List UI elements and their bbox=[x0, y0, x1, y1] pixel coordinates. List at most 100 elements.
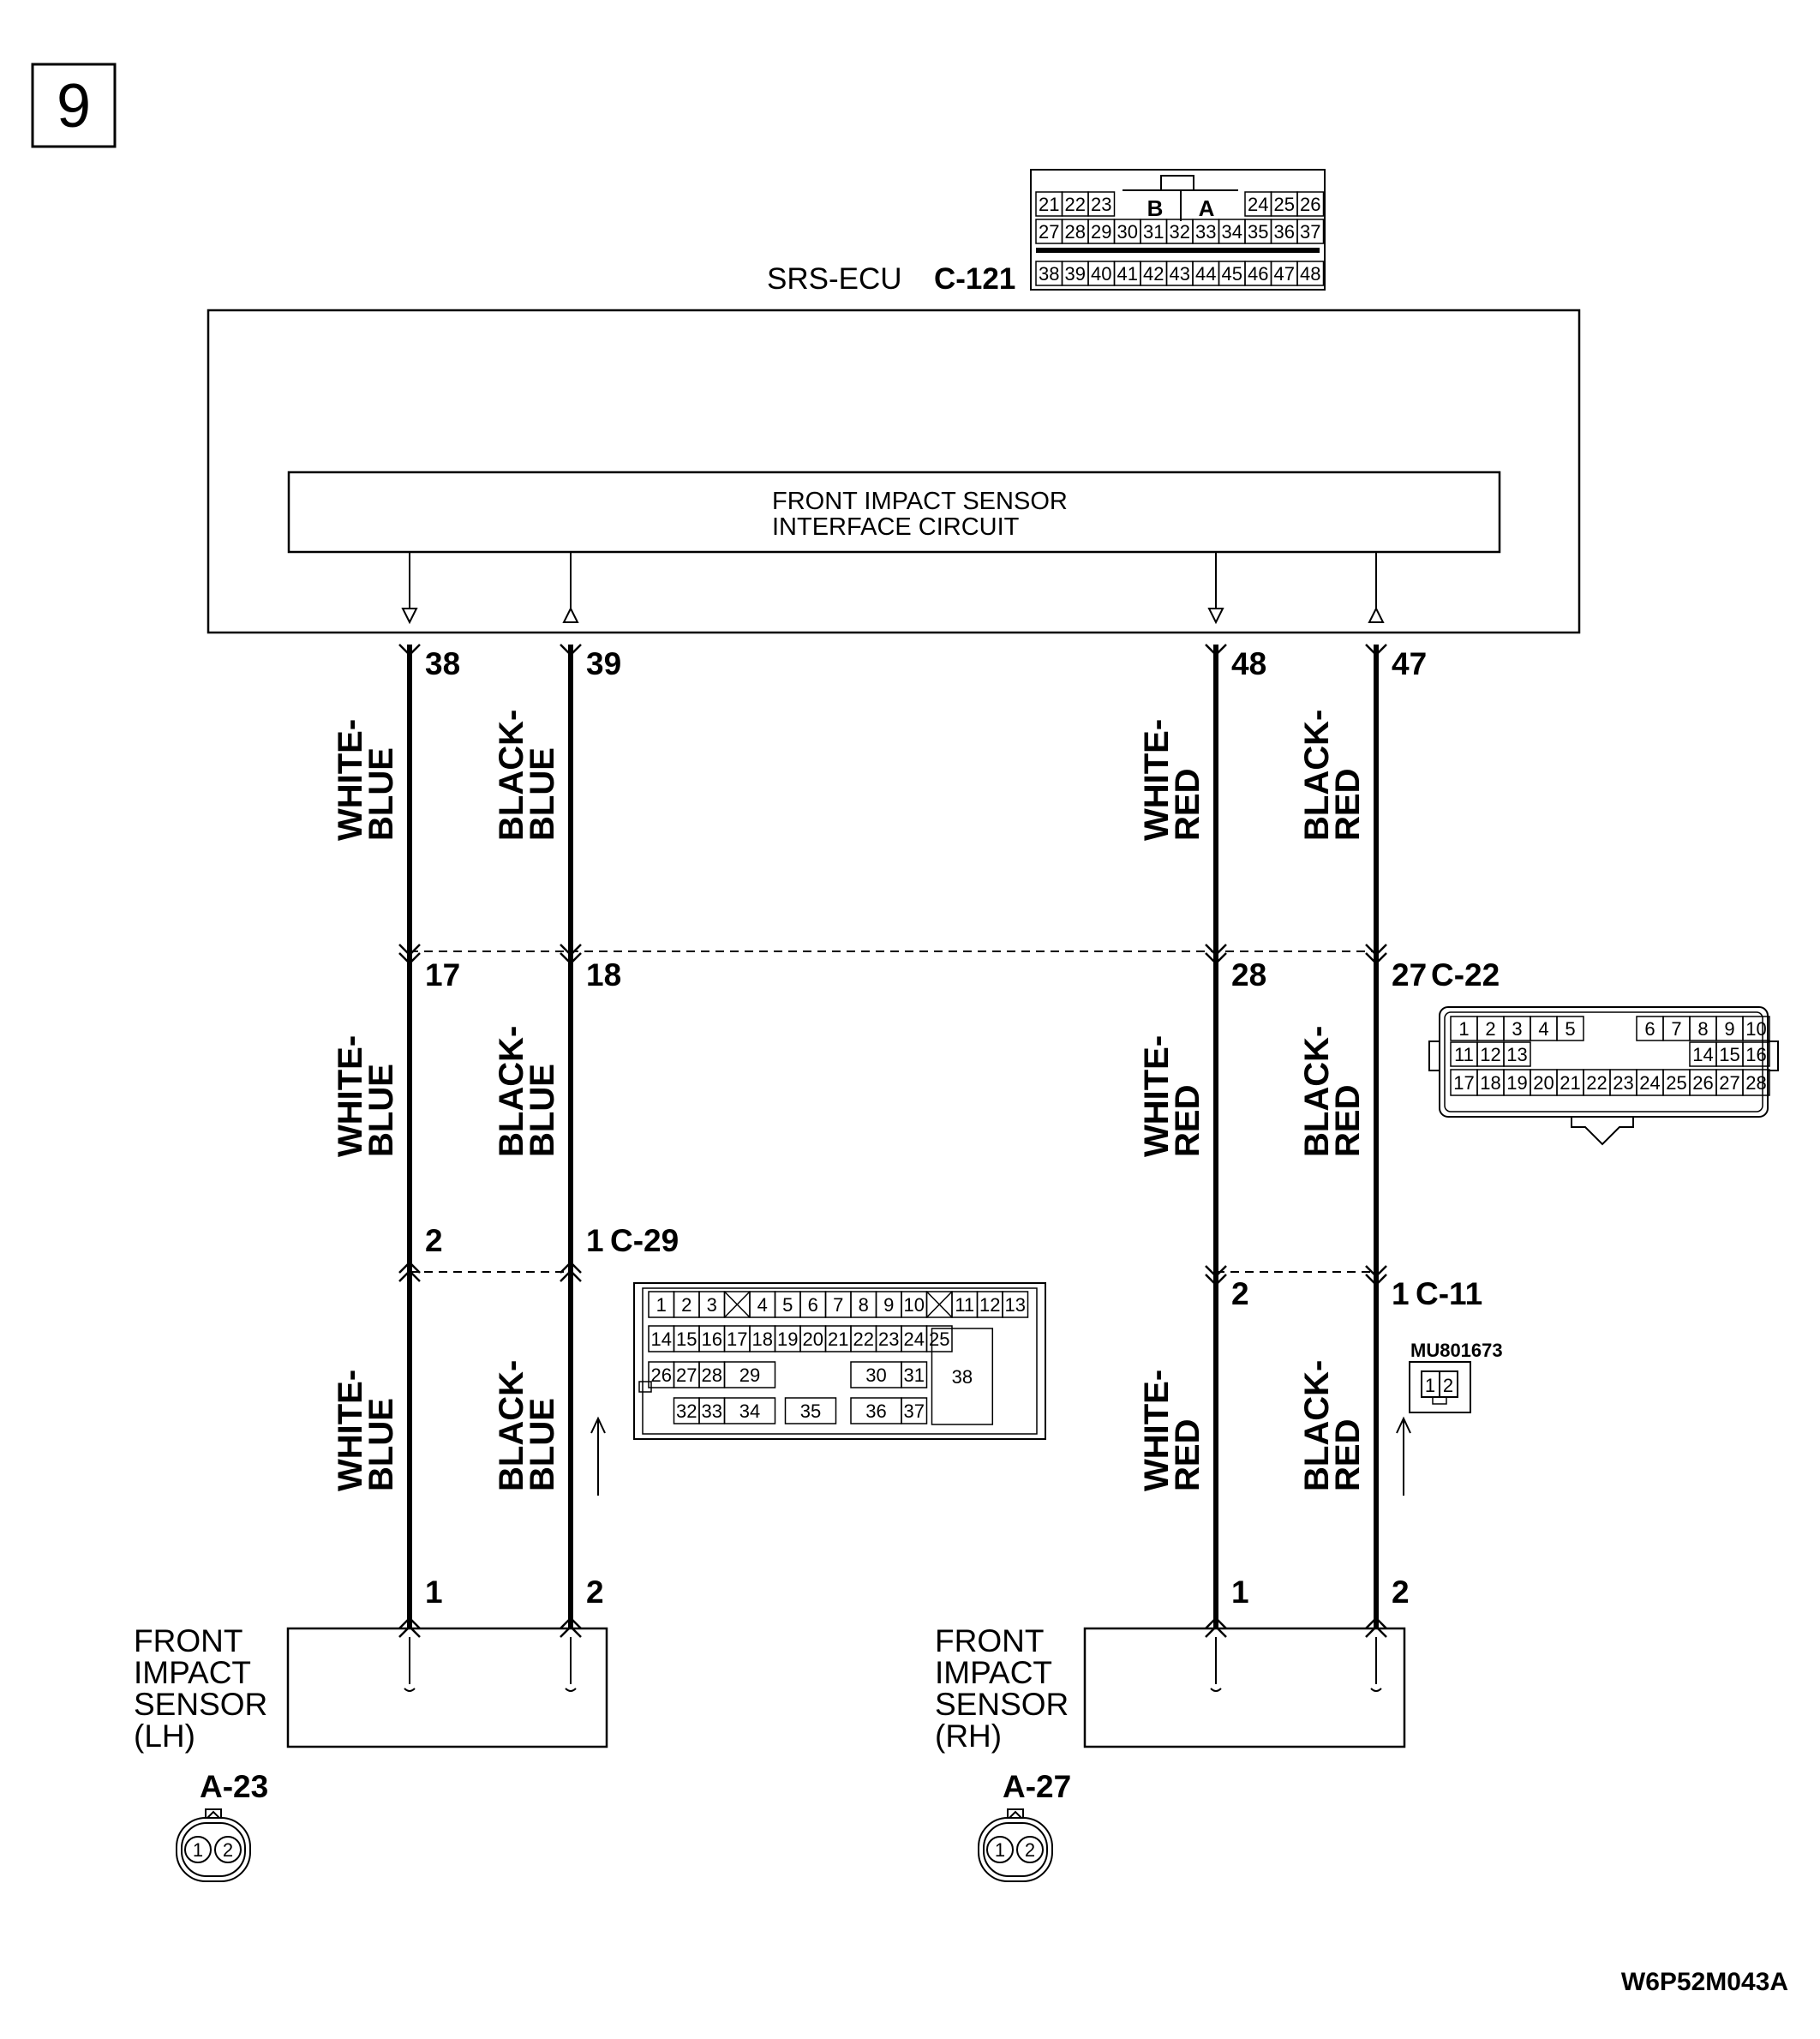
c22-cell: 15 bbox=[1719, 1044, 1739, 1065]
wire-color-label: BLACK- bbox=[1298, 1026, 1336, 1157]
c121-cell: 43 bbox=[1170, 263, 1190, 285]
wire-color-label: WHITE- bbox=[1138, 1370, 1176, 1491]
up-arrow-icon bbox=[590, 1416, 606, 1434]
wire-color-label: WHITE- bbox=[332, 1370, 369, 1491]
c29-cell: 30 bbox=[865, 1364, 886, 1386]
c22-cell: 16 bbox=[1745, 1044, 1766, 1065]
c22-cell: 22 bbox=[1586, 1072, 1607, 1094]
input-arrow-icon bbox=[1368, 606, 1385, 623]
c121-cell: 46 bbox=[1248, 263, 1268, 285]
ecu-pin-47: 47 bbox=[1392, 646, 1427, 681]
c29-pin: 1 bbox=[586, 1223, 604, 1258]
c22-cell-box bbox=[1742, 1041, 1770, 1067]
c121-cell: 34 bbox=[1222, 221, 1242, 243]
sensor-conn-cell: 1 bbox=[995, 1839, 1005, 1861]
sensor-label-line: (RH) bbox=[935, 1718, 1002, 1754]
c22-cell: 6 bbox=[1644, 1018, 1655, 1040]
c29-cell: 37 bbox=[904, 1400, 925, 1422]
c11-cell: 2 bbox=[1443, 1375, 1453, 1396]
sensor-rh-connector-face: 1 2 bbox=[978, 1808, 1053, 1882]
c121-cell: 39 bbox=[1065, 263, 1086, 285]
circuit-label-line2: INTERFACE CIRCUIT bbox=[772, 513, 1020, 541]
c22-cell: 25 bbox=[1666, 1072, 1686, 1094]
c22-cell: 24 bbox=[1639, 1072, 1660, 1094]
wire-color-labels: WHITE- BLUE BLACK- BLUE WHITE- RED BLACK… bbox=[332, 710, 1367, 1491]
c22-cell: 10 bbox=[1745, 1018, 1766, 1040]
output-arrow-icon bbox=[401, 608, 418, 625]
wire-color-label: RED bbox=[1329, 1085, 1367, 1157]
c121-cell: 24 bbox=[1248, 194, 1268, 215]
sensor-rh-pin: 2 bbox=[1392, 1574, 1410, 1610]
c121-block-a-label: A bbox=[1199, 195, 1215, 221]
wire-color-label: BLUE bbox=[362, 1398, 400, 1491]
c22-cell: 21 bbox=[1560, 1072, 1580, 1094]
c121-cell: 31 bbox=[1143, 221, 1164, 243]
wire-color-label: BLACK- bbox=[493, 710, 530, 841]
ecu-name: SRS-ECU bbox=[767, 262, 902, 296]
c22-cell: 28 bbox=[1745, 1072, 1766, 1094]
page-number: 9 bbox=[57, 72, 91, 141]
wire-color-label: WHITE- bbox=[332, 1035, 369, 1157]
c22-cell: 13 bbox=[1506, 1044, 1527, 1065]
c29-cell-box bbox=[931, 1328, 994, 1425]
c29-cell: 23 bbox=[878, 1328, 899, 1350]
c121-cell: 21 bbox=[1039, 194, 1059, 215]
c22-cell-box bbox=[1503, 1041, 1531, 1067]
c22-cell: 23 bbox=[1613, 1072, 1633, 1094]
c22-cell: 19 bbox=[1506, 1072, 1527, 1094]
c29-pin: 2 bbox=[425, 1223, 443, 1258]
c22-cell: 20 bbox=[1533, 1072, 1554, 1094]
c121-cell: 26 bbox=[1300, 194, 1320, 215]
c121-cell-box bbox=[1296, 219, 1325, 244]
c29-cell: 29 bbox=[739, 1364, 760, 1386]
c29-connector-id: C-29 bbox=[610, 1223, 679, 1258]
c121-cell: 33 bbox=[1195, 221, 1216, 243]
c121-cell-box bbox=[1296, 261, 1325, 286]
sensor-rh-box bbox=[1083, 1627, 1406, 1748]
c29-cell-box bbox=[1002, 1291, 1029, 1318]
signal-direction-arrows bbox=[590, 1416, 1411, 1496]
sensor-label-line: IMPACT bbox=[935, 1655, 1052, 1690]
c29-cell: 6 bbox=[808, 1294, 818, 1316]
c121-cell: 32 bbox=[1170, 221, 1190, 243]
c121-cell: 41 bbox=[1117, 263, 1138, 285]
c22-cell: 8 bbox=[1697, 1018, 1708, 1040]
c29-cell: 38 bbox=[952, 1366, 973, 1388]
c29-cell: 15 bbox=[676, 1328, 697, 1350]
c29-cell-box bbox=[723, 1397, 776, 1424]
c22-connector-id: C-22 bbox=[1431, 957, 1500, 993]
c121-cell: 36 bbox=[1274, 221, 1295, 243]
c29-cell-box bbox=[901, 1361, 928, 1388]
c121-cell: 44 bbox=[1195, 263, 1216, 285]
c22-pin: 17 bbox=[425, 957, 460, 993]
wire-color-label: WHITE- bbox=[1138, 1035, 1176, 1157]
c22-cell: 2 bbox=[1485, 1018, 1495, 1040]
c29-cell: 19 bbox=[777, 1328, 798, 1350]
sensor-rh-label: FRONT IMPACT SENSOR (RH) bbox=[935, 1623, 1069, 1754]
wire-color-label: RED bbox=[1169, 1085, 1206, 1157]
c121-cell: 40 bbox=[1091, 263, 1111, 285]
wire-color-label: WHITE- bbox=[332, 719, 369, 841]
c121-cell: 30 bbox=[1117, 221, 1138, 243]
c29-cell: 8 bbox=[859, 1294, 869, 1316]
c121-cell: 45 bbox=[1222, 263, 1242, 285]
c29-cell: 27 bbox=[676, 1364, 697, 1386]
c121-cell-box bbox=[1087, 191, 1116, 217]
wire-color-label: BLACK- bbox=[493, 1026, 530, 1157]
c121-block-b-label: B bbox=[1147, 195, 1164, 221]
sensor-lh-pin: 2 bbox=[586, 1574, 604, 1610]
internal-signals bbox=[401, 552, 1385, 625]
wire-color-label: BLUE bbox=[524, 1064, 561, 1157]
sensor-conn-cell: 2 bbox=[1025, 1839, 1035, 1861]
c22-cell: 1 bbox=[1458, 1018, 1469, 1040]
c11-part-number: MU801673 bbox=[1410, 1340, 1503, 1361]
figure-code: W6P52M043A bbox=[1621, 1968, 1788, 1996]
up-arrow-icon bbox=[1396, 1416, 1411, 1434]
sensor-internal-leads bbox=[404, 1637, 1382, 1692]
c29-cell: 32 bbox=[676, 1400, 697, 1422]
wire-color-label: BLACK- bbox=[1298, 1360, 1336, 1491]
